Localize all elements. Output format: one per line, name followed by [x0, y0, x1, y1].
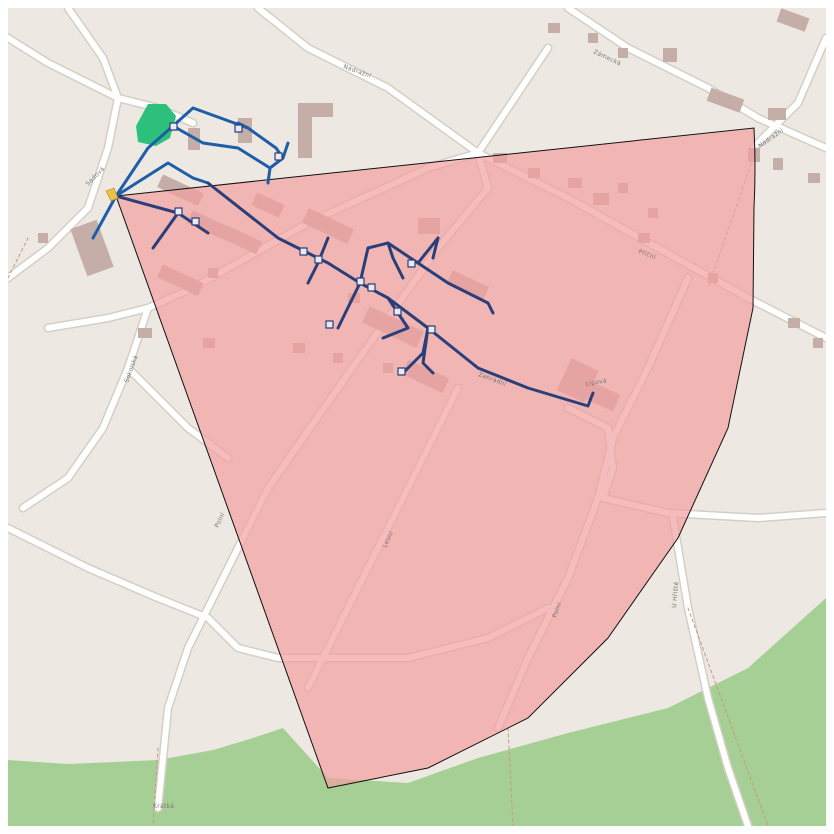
yellow-marker-icon[interactable] [105, 187, 119, 202]
map-canvas[interactable]: Nádražní Sadová Zámecká Nádražní Příční … [8, 8, 826, 826]
forest-area [8, 598, 826, 826]
pipe-network [91, 106, 595, 408]
coverage-sector[interactable] [115, 127, 756, 789]
street-label: Krátká [153, 803, 174, 810]
street-label: Lipová [585, 377, 607, 388]
street-label: U Hřiště [671, 581, 680, 608]
park-area [136, 104, 176, 146]
street-label: Polní [551, 601, 563, 618]
